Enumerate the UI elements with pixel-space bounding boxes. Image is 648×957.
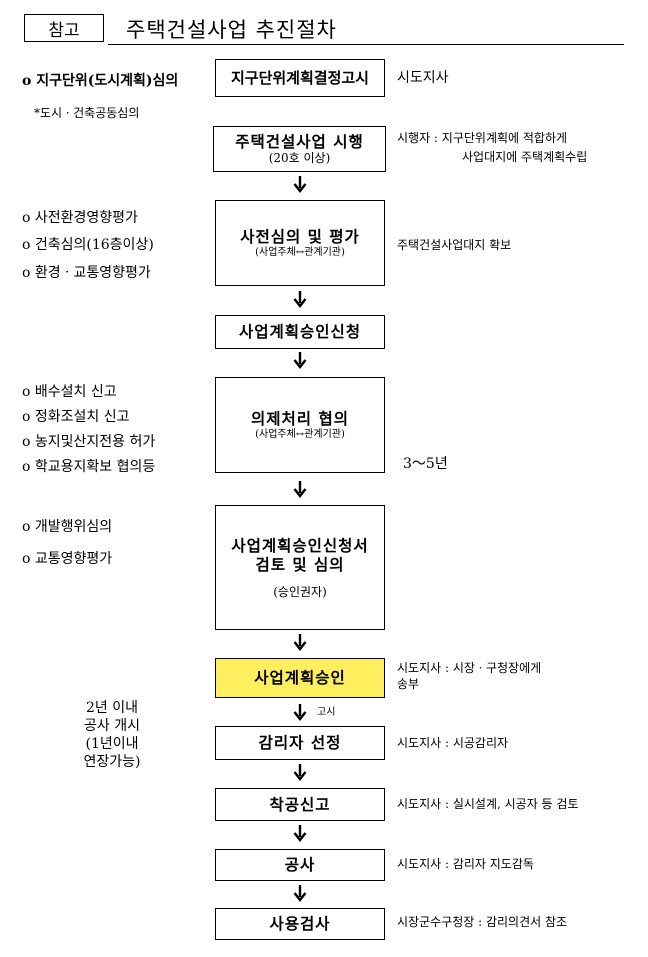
left-note-septic: o 정화조설치 신고: [22, 409, 130, 425]
left-note-building-review: o 건축심의(16층이상): [22, 237, 154, 253]
arrow-down-icon: [293, 481, 307, 498]
left-note-joint-review: *도시ㆍ건축공동심의: [34, 106, 140, 120]
note-step-11: 시장군수구청장 : 감리의견서 참조: [397, 915, 568, 929]
arrow-down-icon: [293, 885, 307, 902]
left-note-drainage: o 배수설치 신고: [22, 384, 117, 400]
step-construction: 공사: [215, 849, 385, 881]
arrow-down-icon: [293, 634, 307, 651]
note-step-8: 시도지사 : 시공감리자: [397, 736, 509, 750]
note-step-2: 시행자 : 지구단위계획에 적합하게: [397, 131, 568, 145]
step-pre-review: 사전심의 및 평가 (사업주체↔관계기관): [215, 200, 385, 286]
step-deemed-consultation: 의제처리 협의 (사업주체↔관계기관): [215, 377, 385, 473]
header-tag: 참고: [24, 14, 104, 42]
left-note-development: o 개발행위심의: [22, 519, 113, 535]
note-step-7: 시도지사 : 시장ㆍ구청장에게: [397, 661, 542, 675]
arrow-down-icon: [293, 825, 307, 842]
step-supervisor-selection: 감리자 선정: [215, 726, 385, 760]
arrow-down-icon: [293, 704, 307, 721]
left-note-farmland: o 농지및산지전용 허가: [22, 434, 156, 450]
arrow-down-icon: [293, 176, 307, 193]
note-step-7b: 송부: [397, 677, 420, 691]
note-step-9: 시도지사 : 실시설계, 시공자 등 검토: [397, 797, 579, 811]
period-note: 2년 이내 공사 개시 (1년이내 연장가능): [83, 700, 141, 770]
note-step-10: 시도지사 : 감리자 지도감독: [397, 857, 534, 871]
left-note-env-traffic: o 환경ㆍ교통영향평가: [22, 265, 151, 281]
arrow-down-icon: [293, 291, 307, 308]
note-step-3: 주택건설사업대지 확보: [397, 238, 512, 252]
left-note-district-review: o 지구단위(도시계획)심의: [22, 73, 179, 89]
step-housing-project: 주택건설사업 시행 (20호 이상): [213, 126, 386, 172]
step-application-review: 사업계획승인신청서 검토 및 심의 (승인권자): [215, 505, 385, 630]
arrow-down-icon: [293, 352, 307, 369]
note-step-2b: 사업대지에 주택계획수립: [462, 150, 588, 164]
step-use-inspection: 사용검사: [215, 908, 385, 940]
left-note-school: o 학교용지확보 협의등: [22, 459, 156, 475]
step-district-plan-notice: 지구단위계획결정고시: [215, 59, 385, 97]
note-step-5: 3～5년: [403, 456, 448, 472]
page-title: 주택건설사업 추진절차: [126, 18, 337, 42]
left-note-env-pre: o 사전환경영향평가: [22, 210, 138, 226]
arrow-label-notice: 고시: [317, 707, 336, 718]
header-underline: [108, 44, 624, 45]
step-plan-approval-request: 사업계획승인신청: [215, 315, 385, 349]
left-note-traffic: o 교통영향평가: [22, 551, 113, 567]
note-step-1: 시도지사: [397, 70, 449, 86]
step-plan-approval: 사업계획승인: [215, 658, 385, 698]
step-construction-start: 착공신고: [215, 788, 385, 821]
arrow-down-icon: [293, 764, 307, 781]
